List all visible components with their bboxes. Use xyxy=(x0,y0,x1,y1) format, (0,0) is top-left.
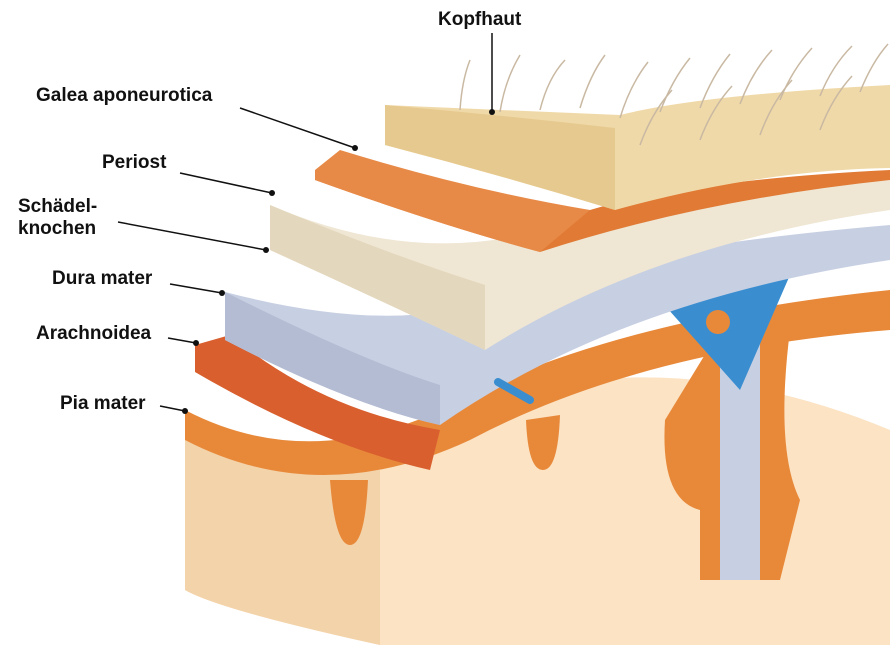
leader-dots xyxy=(182,109,495,414)
blood-vessel xyxy=(494,378,534,404)
label-galea-aponeurotica: Galea aponeurotica xyxy=(36,85,213,106)
scalp-layer xyxy=(385,43,890,210)
leader-lines xyxy=(117,33,493,412)
label-dura-mater: Dura mater xyxy=(52,268,153,289)
arachnoid-layer xyxy=(195,335,440,470)
label-kopfhaut: Kopfhaut xyxy=(438,9,522,30)
label-schaedelknochen: Schädel- knochen xyxy=(18,196,97,240)
dura-mater-layer xyxy=(225,225,890,425)
label-periost: Periost xyxy=(102,152,167,173)
galea-layer xyxy=(315,150,890,252)
label-pia-mater: Pia mater xyxy=(60,393,146,414)
skull-bone-layer xyxy=(270,180,890,350)
label-schaedel-line2: knochen xyxy=(18,218,97,239)
label-schaedel-line1: Schädel- xyxy=(18,196,98,217)
label-arachnoidea: Arachnoidea xyxy=(36,323,152,344)
